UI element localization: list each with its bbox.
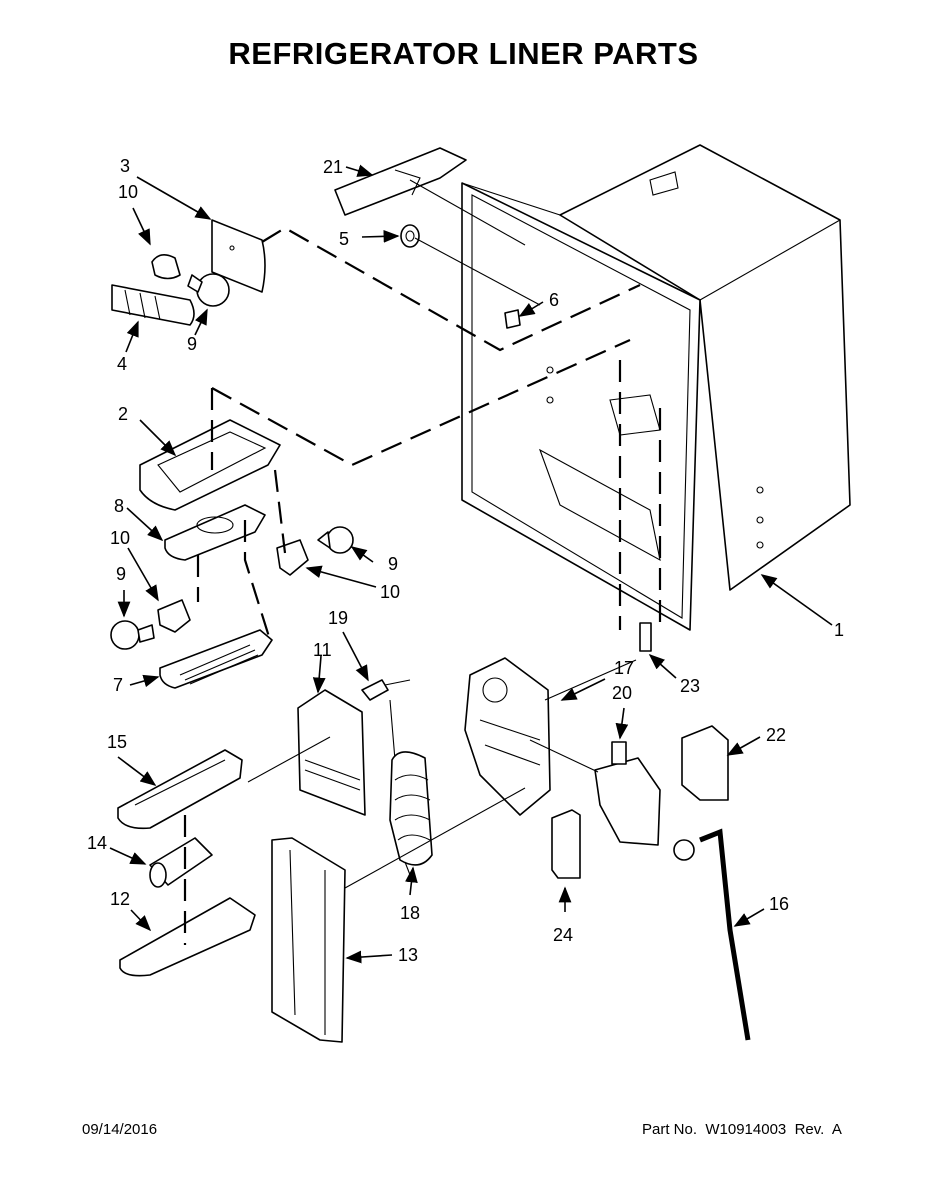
part-19-thermistor [361, 679, 411, 761]
part-11-dispenser-housing [297, 689, 366, 816]
part-24-cover [551, 809, 581, 879]
footer-date: 09/14/2016 [82, 1121, 158, 1138]
part-20-water-valve [594, 741, 661, 846]
callout-5: 5 [339, 229, 349, 249]
part-22-bracket [681, 725, 729, 801]
part-17-control-housing [464, 657, 551, 816]
part-4-shield [111, 284, 195, 326]
part-9-bulb-mid [317, 526, 354, 554]
callout-21: 21 [323, 157, 343, 177]
part-10-socket-top [151, 254, 181, 280]
connector-lines [247, 179, 637, 889]
callout-14: 14 [87, 833, 107, 853]
callout-20: 20 [612, 683, 632, 703]
callout-4: 4 [117, 354, 127, 374]
callout-10-mid: 10 [380, 582, 400, 602]
callout-13: 13 [398, 945, 418, 965]
callout-12: 12 [110, 889, 130, 909]
callout-10-top: 10 [118, 182, 138, 202]
callout-19: 19 [328, 608, 348, 628]
part-12-drip-tray [119, 897, 256, 977]
callout-6: 6 [549, 290, 559, 310]
callout-11: 11 [313, 640, 332, 660]
callout-10-left: 10 [110, 528, 130, 548]
part-10-socket-mid [276, 539, 309, 576]
callout-22: 22 [766, 725, 786, 745]
part-5-fastener [400, 224, 420, 248]
callout-labels: 1 2 3 4 5 6 7 8 9 9 9 10 10 10 11 12 13 … [87, 156, 844, 965]
part-18-heater [389, 751, 433, 881]
leader-arrows [109, 164, 833, 964]
part-9-bulb-top [187, 273, 230, 307]
part-7-grille [159, 629, 273, 689]
callout-24: 24 [553, 925, 573, 945]
callout-8: 8 [114, 496, 124, 516]
callout-9-left: 9 [116, 564, 126, 584]
part-8-lens [164, 504, 266, 561]
callout-23: 23 [680, 676, 700, 696]
part-10-socket-left [157, 599, 191, 633]
callout-9-mid: 9 [388, 554, 398, 574]
footer-part-number: Part No. W10914003 Rev. A [642, 1121, 842, 1138]
callout-15: 15 [107, 732, 127, 752]
part-13-trim-panel [271, 837, 346, 1043]
page-title: REFRIGERATOR LINER PARTS [228, 36, 699, 71]
part-23-switch [639, 622, 652, 652]
assembly-lines [183, 226, 662, 945]
part-9-bulb-left [110, 620, 155, 650]
part-6-clip [504, 309, 521, 329]
callout-16: 16 [769, 894, 789, 914]
callout-3: 3 [120, 156, 130, 176]
part-16-water-tube [673, 828, 751, 1041]
callout-9-top: 9 [187, 334, 197, 354]
callout-2: 2 [118, 404, 128, 424]
part-2-housing [139, 419, 281, 511]
callout-7: 7 [113, 675, 123, 695]
callout-17: 17 [614, 658, 634, 678]
part-21-duct [334, 147, 467, 216]
part-1-liner [461, 144, 851, 631]
part-15-ice-chute [117, 749, 243, 830]
callout-18: 18 [400, 903, 420, 923]
part-14-filter [149, 837, 213, 888]
callout-1: 1 [834, 620, 844, 640]
